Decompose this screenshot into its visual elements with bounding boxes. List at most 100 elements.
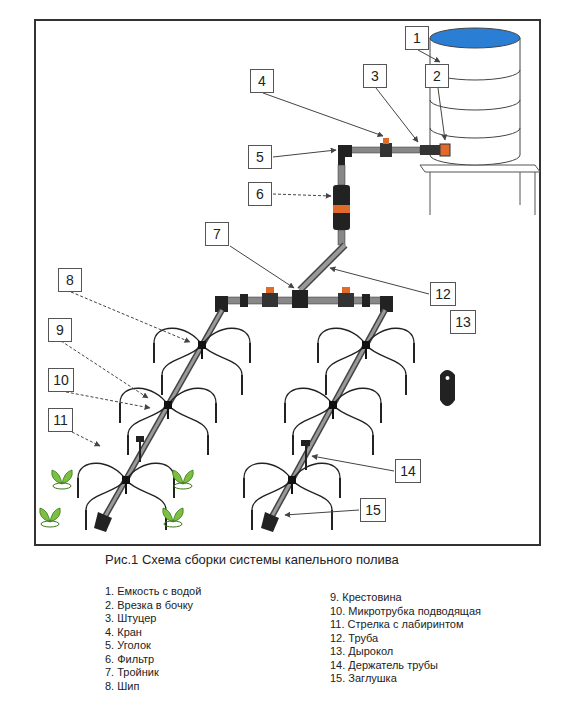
legend-entry: 7. Тройник (105, 666, 159, 678)
micro-tube (366, 328, 414, 345)
dripper-stake (292, 435, 294, 455)
micro-tube (202, 345, 242, 375)
callout-number: 12 (435, 286, 451, 302)
micro-tube (333, 405, 373, 435)
callout-box: 9 (48, 318, 72, 342)
plant-leaves (173, 470, 194, 484)
callout-number: 14 (400, 463, 416, 479)
micro-tube (128, 405, 168, 435)
dripper-stake (372, 435, 374, 455)
plant-base (164, 521, 182, 527)
legend-entry: 8. Шип (105, 680, 139, 692)
drip-emitters (78, 328, 414, 530)
dripper-stake (284, 403, 286, 423)
legend-entry: 11. Стрелка с лабиринтом (330, 618, 464, 630)
spike (365, 349, 367, 359)
dripper-stake (331, 510, 333, 530)
plant-base (41, 521, 59, 527)
callout-number: 1 (413, 30, 421, 46)
dripper-stake (413, 343, 415, 363)
leader-lines (61, 50, 445, 515)
cross-fitting (122, 476, 130, 484)
legend-entry: 13. Дырокол (330, 645, 393, 657)
legend-entry: 10. Микротрубка подводящая (330, 605, 481, 617)
micro-tube (168, 405, 208, 435)
callout-number: 10 (53, 372, 69, 388)
callout-box: 15 (360, 498, 386, 522)
spike (201, 349, 203, 359)
micro-tube (86, 480, 126, 510)
cross-fitting (198, 341, 206, 349)
dripper-stake (77, 478, 79, 498)
micro-tube (126, 463, 174, 480)
spike (167, 409, 169, 419)
spike (291, 484, 293, 494)
callout-box: 14 (395, 459, 421, 483)
dripper-stake (127, 435, 129, 455)
plant-leaves (52, 470, 73, 484)
legend-entry: 12. Труба (330, 632, 378, 644)
water-tank (430, 28, 520, 165)
micro-tube (78, 463, 126, 480)
spike (332, 409, 334, 419)
supply-line (300, 138, 450, 290)
callout-number: 2 (433, 68, 441, 84)
callout-number: 8 (66, 272, 74, 288)
callout-box: 10 (48, 368, 74, 392)
micro-tube (202, 328, 250, 345)
cross-fitting (362, 341, 370, 349)
dripper-stake (161, 375, 163, 395)
legend-entry: 4. Кран (105, 626, 142, 638)
cross-fitting (288, 476, 296, 484)
micro-tube (168, 388, 216, 405)
distribution-pipe (94, 287, 393, 532)
dripper-stake (339, 478, 341, 498)
micro-tube (326, 345, 366, 375)
frame (35, 20, 540, 545)
callout-number: 3 (371, 68, 379, 84)
micro-tube (120, 388, 168, 405)
dripper-stake (251, 510, 253, 530)
dripper-stake (317, 343, 319, 363)
callout-box: 13 (450, 310, 476, 334)
callout-box: 3 (363, 64, 387, 88)
micro-tube (293, 405, 333, 435)
micro-tube (126, 480, 166, 510)
dripper-stake (207, 435, 209, 455)
dripper-stake (405, 375, 407, 395)
plant-base (53, 483, 71, 489)
cross-fitting (329, 401, 337, 409)
micro-tube (292, 463, 340, 480)
callout-number: 7 (213, 226, 221, 242)
cross-fitting (164, 401, 172, 409)
micro-tube (366, 345, 406, 375)
callout-number: 4 (258, 73, 266, 89)
stand (420, 165, 540, 215)
dripper-stake (215, 403, 217, 423)
plant-base (174, 483, 192, 489)
dripper-stake (243, 478, 245, 498)
dripper-stake (85, 510, 87, 530)
plants (40, 470, 194, 527)
dripper-stake (380, 403, 382, 423)
legend-entry: 15. Заглушка (330, 672, 397, 684)
legend-entry: 1. Емкость с водой (105, 585, 201, 597)
callout-number: 6 (256, 186, 264, 202)
callout-number: 9 (56, 322, 64, 338)
micro-tube (252, 480, 292, 510)
callout-box: 11 (48, 408, 73, 432)
legend-entry: 2. Врезка в бочку (105, 599, 193, 611)
micro-tube (162, 345, 202, 375)
micro-tube (318, 328, 366, 345)
plant-leaves (40, 508, 61, 522)
dripper-stake (325, 375, 327, 395)
plant-leaves (163, 508, 184, 522)
micro-tube (244, 463, 292, 480)
callout-box: 12 (430, 282, 456, 306)
micro-tube (285, 388, 333, 405)
callout-box: 7 (205, 222, 229, 246)
callout-box: 5 (248, 145, 272, 169)
figure-caption: Рис.1 Схема сборки системы капельного по… (105, 552, 399, 567)
dripper-stake (153, 343, 155, 363)
